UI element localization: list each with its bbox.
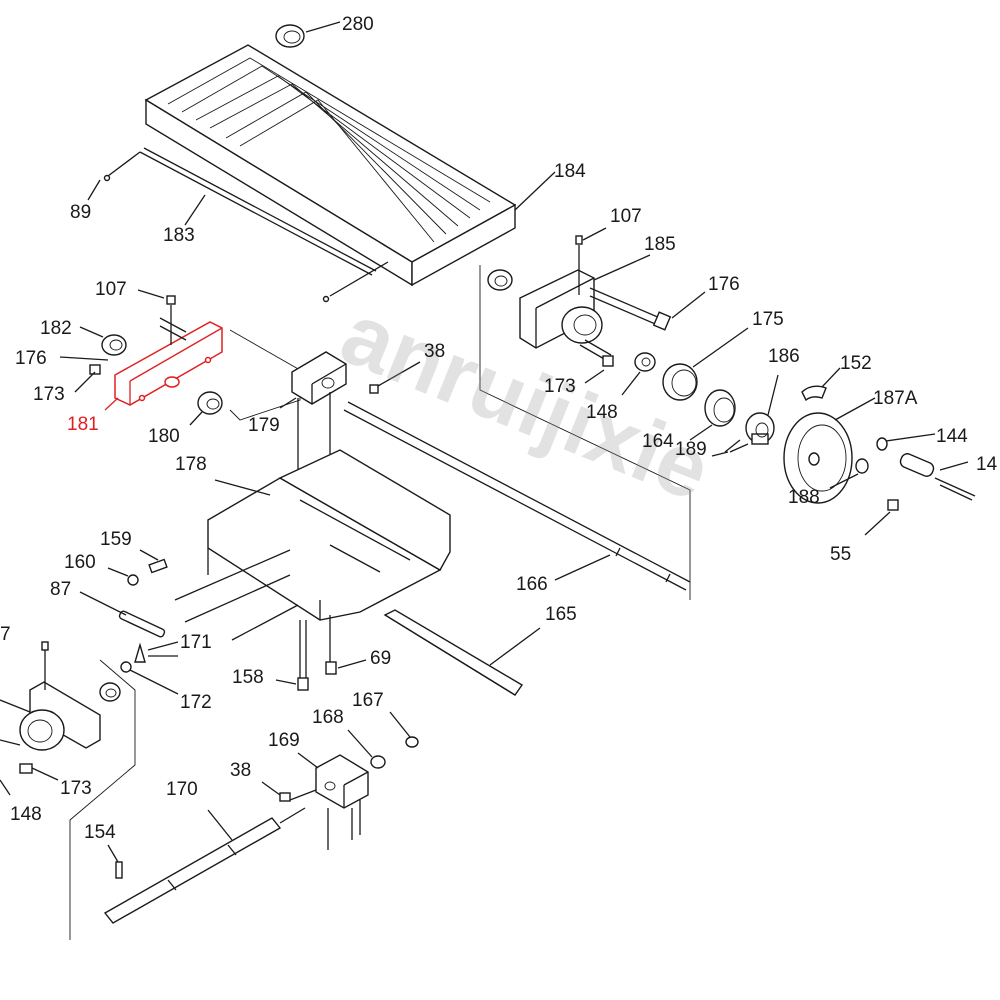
part-280-bearing [275,21,341,48]
label-176-right: 176 [708,274,740,295]
label-69: 69 [370,648,391,669]
label-107-left: 107 [95,279,127,300]
part-181-bracket-highlighted [104,321,223,411]
part-180-bushing [189,391,223,426]
part-176-bolts-right [589,287,706,331]
label-176-left: 176 [15,348,47,369]
part-159-pin [139,549,168,574]
part-lower-left-bracket [0,641,136,940]
part-186-dial [724,374,779,453]
label-7-partial: 7 [0,624,11,645]
label-185: 185 [644,234,676,255]
bolts-guide-left [174,549,291,601]
part-160-nut [107,567,139,586]
label-168: 168 [312,707,344,728]
part-55-screw [864,499,899,536]
label-173-left: 173 [33,384,65,405]
label-167: 167 [352,690,384,711]
part-175-ring [662,327,749,401]
part-165-gib [383,609,541,696]
label-171: 171 [180,632,212,653]
label-169: 169 [268,730,300,751]
label-144: 144 [936,426,968,447]
part-166-leadscrew [343,265,691,600]
label-166: 166 [516,574,548,595]
part-187a-handwheel [783,397,876,504]
part-183-gib-strip [87,147,389,303]
label-55: 55 [830,544,851,565]
part-38-screw-lower [261,781,317,802]
part-164-dial-collar [689,389,736,441]
label-181-highlighted: 181 [67,414,99,435]
part-144-washer [876,433,936,451]
part-87-lock-lever [79,591,166,638]
label-38-upper: 38 [424,341,445,362]
label-87: 87 [50,579,71,600]
part-176-bolts-left [59,317,187,361]
part-170-leadscrew [103,807,306,924]
label-179: 179 [248,415,280,436]
label-107-upper: 107 [610,206,642,227]
part-152-clip [801,367,841,402]
bolts-guide-left-2 [184,574,291,623]
part-184-work-table [144,44,556,287]
label-173-right: 173 [544,376,576,397]
part-167-clip [389,711,419,748]
label-172: 172 [180,692,212,713]
label-148-lower: 148 [10,804,42,825]
part-173-bolts-left [74,364,101,393]
assembly-guide-left [229,329,301,421]
part-38-screw-upper [369,361,421,394]
bolts-guide-left-3 [231,604,299,641]
part-107-screw-left [137,289,176,345]
part-188-washer [829,458,869,489]
part-178-saddle [207,449,451,680]
label-188: 188 [788,487,820,508]
part-185-end-bracket [487,227,651,349]
part-148-bearing-right [621,352,656,396]
label-183: 183 [163,225,195,246]
label-170: 170 [166,779,198,800]
part-14x-handle [899,453,976,501]
label-158: 158 [232,667,264,688]
part-172-screw [120,661,179,695]
label-160: 160 [64,552,96,573]
label-189: 189 [675,439,707,460]
label-182: 182 [40,318,72,339]
label-165: 165 [545,604,577,625]
label-148-right: 148 [586,402,618,423]
label-14-partial: 14 [976,454,998,475]
label-180: 180 [148,426,180,447]
label-154: 154 [84,822,116,843]
part-158-bolt [275,677,309,691]
part-173-bolts-right [579,339,614,384]
part-labels: 280 89 183 184 107 185 176 175 186 152 1… [0,14,998,843]
label-38-lower: 38 [230,760,251,781]
part-169-nut-block [297,752,369,850]
label-89: 89 [70,202,91,223]
part-69-bolt [325,659,367,675]
part-189-pin [711,443,749,457]
label-280: 280 [342,14,374,35]
label-186: 186 [768,346,800,367]
label-178: 178 [175,454,207,475]
label-152: 152 [840,353,872,374]
part-182-bearing-left [79,326,127,356]
part-154-key [107,844,123,879]
label-173-lower: 173 [60,778,92,799]
label-187a: 187A [873,388,918,409]
label-175: 175 [752,309,784,330]
part-171-pin [134,641,179,663]
part-168-washer [347,729,386,769]
label-159: 159 [100,529,132,550]
label-164: 164 [642,431,674,452]
label-184: 184 [554,161,586,182]
